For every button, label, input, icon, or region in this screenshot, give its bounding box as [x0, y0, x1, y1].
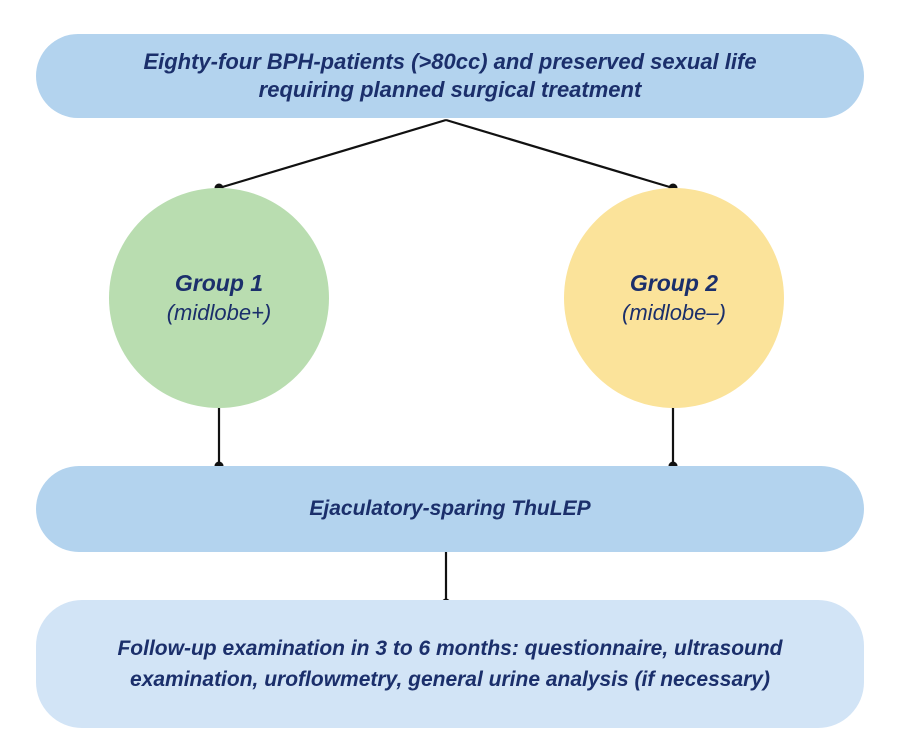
procedure-box-text: Ejaculatory-sparing ThuLEP [309, 497, 591, 520]
patients-box: Eighty-four BPH-patients (>80cc) and pre… [36, 34, 864, 118]
patients-box-text: Eighty-four BPH-patients (>80cc) and pre… [143, 49, 757, 102]
group-1-title: Group 1 [174, 270, 264, 296]
connector-top-to-group2 [445, 118, 674, 190]
group-1-subtitle: (midlobe+) [166, 300, 272, 325]
group-2-subtitle: (midlobe–) [622, 300, 726, 325]
followup-box-text: Follow-up examination in 3 to 6 months: … [117, 637, 783, 691]
group-1-circle: Group 1 (midlobe+) [109, 188, 329, 408]
group-2-title: Group 2 [629, 270, 719, 296]
connector-top-to-group1 [218, 118, 447, 190]
procedure-box: Ejaculatory-sparing ThuLEP [36, 466, 864, 552]
group-2-circle: Group 2 (midlobe–) [564, 188, 784, 408]
followup-box: Follow-up examination in 3 to 6 months: … [36, 600, 864, 728]
